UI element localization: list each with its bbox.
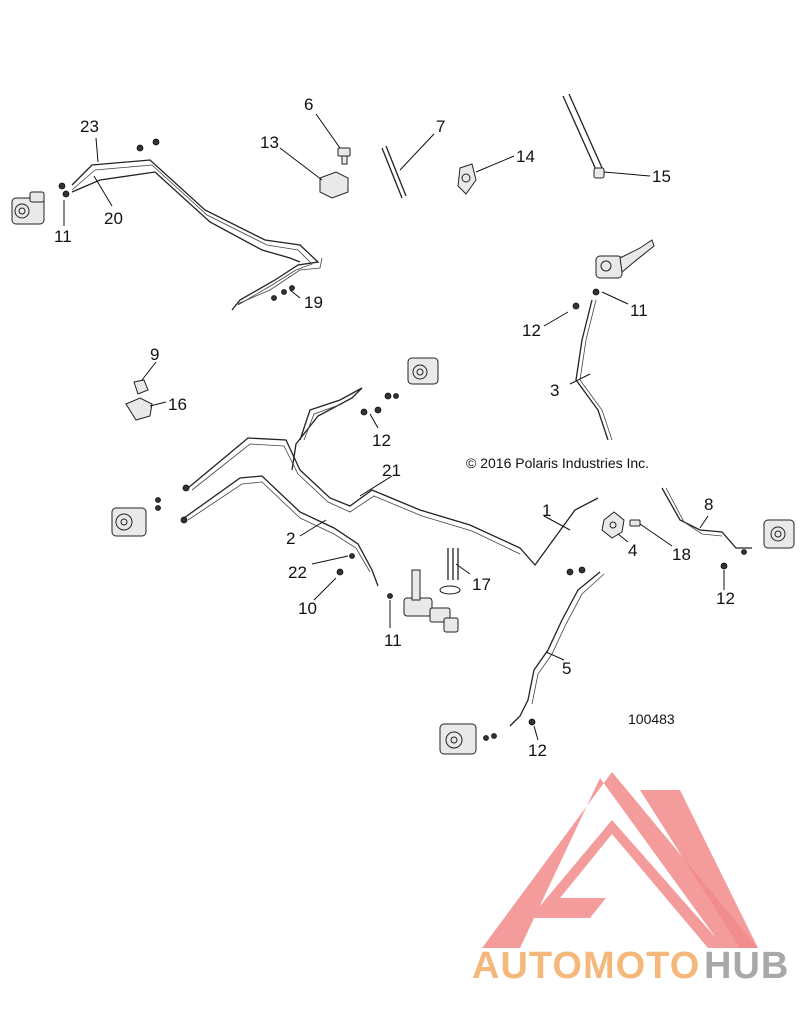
master-cylinder-icon [595, 239, 655, 279]
fitting-10-icon [336, 568, 344, 576]
hose-15-icon [562, 93, 605, 179]
callout-22: 22 [288, 563, 307, 582]
callout-18: 18 [672, 545, 691, 564]
callout-4: 4 [628, 541, 637, 560]
callout-12-a: 12 [522, 321, 541, 340]
grommet-14-icon [457, 163, 477, 195]
callout-20: 20 [104, 209, 123, 228]
callout-21: 21 [382, 461, 401, 480]
callout-labels: 23 20 11 13 6 7 14 15 19 11 12 3 9 16 12… [54, 95, 735, 760]
brake-line-assembly-20-23 [58, 138, 323, 311]
brake-caliper-rear-right-icon [763, 519, 795, 549]
brake-lines-main [180, 387, 599, 587]
logo-text-hub: HUB [704, 945, 789, 987]
callout-8: 8 [704, 495, 713, 514]
bolt-18-icon [629, 519, 641, 527]
spring-17-icon [439, 548, 461, 595]
callout-11-b: 11 [630, 301, 648, 320]
logo-triangle-mark [482, 772, 758, 948]
copyright-text: © 2016 Polaris Industries Inc. [466, 455, 649, 471]
fitting-12-right-icon [720, 562, 728, 570]
clamp-16-icon [125, 397, 153, 421]
brake-caliper-front-left-icon [11, 191, 45, 225]
callout-6: 6 [304, 95, 313, 114]
callout-2: 2 [286, 529, 295, 548]
automotohub-logo: AUTOMOTO HUB [472, 772, 789, 987]
nut-9-icon [133, 379, 149, 395]
callout-15: 15 [652, 167, 671, 186]
rod-7-icon [381, 145, 407, 199]
logo-text-automoto: AUTOMOTO [472, 945, 700, 987]
figure-number: 100483 [628, 711, 675, 727]
callout-5: 5 [562, 659, 571, 678]
callout-11-a: 11 [54, 227, 72, 246]
brake-line-8 [661, 487, 752, 555]
callout-11-c: 11 [384, 631, 402, 650]
brake-line-3 [572, 288, 613, 441]
callout-23: 23 [80, 117, 99, 136]
brake-caliper-lower-icon [439, 723, 477, 755]
callout-7: 7 [436, 117, 445, 136]
washer-22-icon [349, 553, 355, 559]
callout-16: 16 [168, 395, 187, 414]
junction-block-4-icon [601, 511, 625, 539]
callout-12-c: 12 [716, 589, 735, 608]
callout-1: 1 [542, 501, 551, 520]
callout-9: 9 [150, 345, 159, 364]
washer-11-lower-icon [387, 593, 393, 599]
brake-caliper-front-right-icon [407, 357, 439, 385]
callout-12-d: 12 [528, 741, 547, 760]
callout-13: 13 [260, 133, 279, 152]
callout-17: 17 [472, 575, 491, 594]
callout-3: 3 [550, 381, 559, 400]
callout-19: 19 [304, 293, 323, 312]
bolt-6-icon [337, 147, 351, 165]
distribution-block-icon [403, 569, 459, 633]
clip-13-icon [319, 171, 349, 199]
brake-caliper-rear-left-icon [111, 497, 161, 537]
brake-line-5 [483, 566, 605, 741]
callout-14: 14 [516, 147, 535, 166]
leader-lines [63, 113, 725, 741]
callout-12-b: 12 [372, 431, 391, 450]
callout-10: 10 [298, 599, 317, 618]
